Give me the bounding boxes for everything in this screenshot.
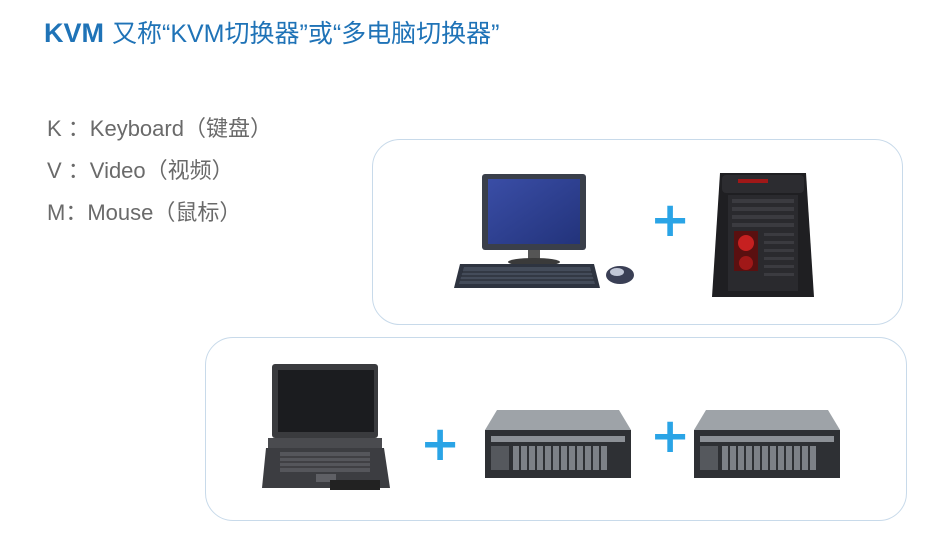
- pc-tower-icon: [712, 173, 814, 297]
- legend-keyboard: K ：Keyboard（键盘）: [47, 116, 272, 141]
- legend-video: V ：Video（视频）: [47, 158, 234, 183]
- keyboard-icon: [454, 264, 600, 288]
- title-text: 又称“KVM切换器”或“多电脑切换器”: [112, 20, 500, 48]
- page-title: KVM 又称“KVM切换器”或“多电脑切换器”: [44, 14, 499, 50]
- kvm-console-icon: [262, 364, 390, 490]
- title-abbr: KVM: [44, 18, 104, 48]
- pc-setup-panel: [372, 139, 903, 325]
- plus-sign-3: +: [650, 408, 691, 464]
- rack-server-icon-2: [694, 410, 840, 478]
- kvm-legend: K ：Keyboard（键盘） V ：Video（视频） M：Mouse（鼠标）: [47, 108, 272, 234]
- plus-sign-2: +: [420, 416, 461, 472]
- rack-server-icon: [485, 410, 631, 478]
- plus-sign-1: +: [650, 192, 691, 248]
- mouse-icon: [606, 266, 634, 284]
- legend-mouse: M：Mouse（鼠标）: [47, 200, 242, 225]
